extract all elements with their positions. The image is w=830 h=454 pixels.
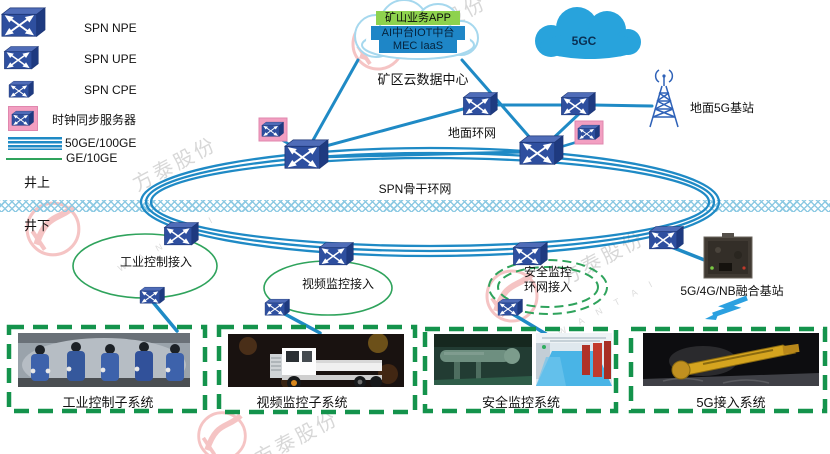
5gc-label: 5GC xyxy=(571,34,597,48)
legend-label-npe: SPN NPE xyxy=(84,21,137,35)
industrial-subsystem-label: 工业控制子系统 xyxy=(62,395,154,410)
photo-5g-machine xyxy=(643,333,819,386)
safety-access-ellipse-inner xyxy=(497,266,599,308)
ground-ring-label: 地面环网 xyxy=(447,126,497,140)
safety-access-line2: 环网接入 xyxy=(523,280,573,294)
app-bar-mec-iaas: MEC IaaS xyxy=(379,40,457,53)
video-subsystem-label: 视频监控子系统 xyxy=(256,395,348,410)
network-links xyxy=(150,58,709,336)
clock-sync-server-left xyxy=(258,117,288,142)
zone-underground-label: 井下 xyxy=(24,218,51,233)
video-subsystem-box xyxy=(216,324,418,415)
datacenter-caption: 矿区云数据中心 xyxy=(377,72,469,87)
zone-surface-label: 井上 xyxy=(24,175,51,190)
cpe-industrial xyxy=(139,286,165,304)
cpe-safety xyxy=(497,298,523,316)
router-ring-video xyxy=(318,241,354,266)
fusion-base-station-label: 5G/4G/NB融合基站 xyxy=(680,284,784,298)
safety-access-label: 安全监控 环网接入 xyxy=(524,265,572,295)
router-ring-5g xyxy=(648,225,684,250)
photo-video-subsystem xyxy=(228,334,404,387)
legend-icon-npe xyxy=(0,6,46,39)
photo-industrial-subsystem xyxy=(18,333,190,387)
legend-label-clock: 时钟同步服务器 xyxy=(52,113,137,127)
router-npe-ring-right xyxy=(518,134,564,166)
surface-base-station-label: 地面5G基站 xyxy=(690,101,755,115)
backbone-ring-label: SPN骨干环网 xyxy=(378,182,452,196)
cpe-video xyxy=(264,298,290,316)
legend-icon-ge-line xyxy=(6,158,62,160)
router-ground-ring-a xyxy=(462,91,498,116)
fusion-base-station-device xyxy=(703,233,753,279)
spn-backbone-ring xyxy=(139,146,721,258)
photo-safety-corridor xyxy=(536,333,612,386)
legend-label-cpe: SPN CPE xyxy=(84,83,137,97)
photo-safety-machinery xyxy=(434,334,532,385)
router-npe-ring-left xyxy=(283,138,329,170)
video-access-label: 视频监控接入 xyxy=(301,277,375,291)
router-ring-safety xyxy=(512,241,548,266)
legend-label-upe: SPN UPE xyxy=(84,52,137,66)
5gc-cloud-shape xyxy=(535,7,641,59)
clock-sync-server-right xyxy=(574,120,604,145)
industrial-subsystem-box xyxy=(6,324,208,414)
app-bar-ai-iot: AI中台IOT中台 xyxy=(371,26,465,40)
surface-underground-divider xyxy=(0,200,830,212)
5g-subsystem-box xyxy=(628,326,828,414)
router-ring-industrial xyxy=(163,221,199,246)
5g-tower-icon xyxy=(649,69,679,128)
industrial-access-label: 工业控制接入 xyxy=(119,255,193,269)
router-ground-ring-b xyxy=(560,91,596,116)
safety-subsystem-label: 安全监控系统 xyxy=(481,395,561,410)
safety-access-ellipse-outer xyxy=(488,259,608,315)
legend-label-ge: GE/10GE xyxy=(66,151,118,165)
5g-subsystem-label: 5G接入系统 xyxy=(696,395,766,410)
app-bar-mining: 矿山业务APP xyxy=(376,11,460,25)
subsystem-boxes xyxy=(6,324,828,415)
legend-icon-50ge-line xyxy=(8,137,62,150)
wireless-lightning-icon xyxy=(705,295,748,320)
safety-access-line1: 安全监控 xyxy=(523,265,573,279)
legend-icon-cpe xyxy=(8,80,34,99)
safety-subsystem-box xyxy=(422,326,619,414)
legend-icon-upe xyxy=(3,45,39,71)
legend-label-50ge: 50GE/100GE xyxy=(65,136,137,150)
legend-icon-clock-server xyxy=(8,106,38,131)
